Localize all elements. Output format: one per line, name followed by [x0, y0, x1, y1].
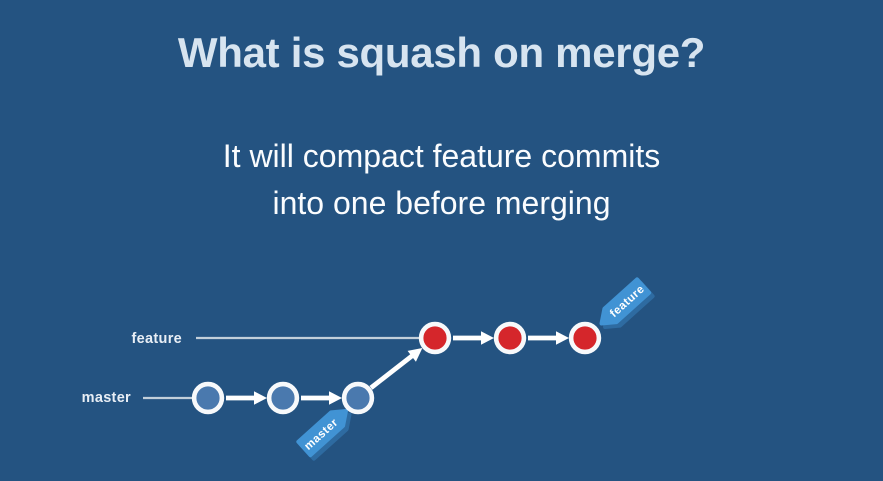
- subtitle-line-1: It will compact feature commits: [222, 138, 661, 174]
- merge-arrow: [369, 353, 414, 390]
- feature-commit-2: [493, 321, 527, 355]
- slide-subtitle: It will compact feature commits into one…: [0, 133, 883, 227]
- master-commit-3: [341, 381, 375, 415]
- subtitle-line-2: into one before merging: [272, 185, 611, 221]
- commit-arrow-head-feature-1-2: [481, 331, 494, 345]
- commit-arrow-head-master-1-2: [254, 391, 267, 405]
- master-branch-label: master: [82, 390, 131, 406]
- feature-commit-3: [568, 321, 602, 355]
- feature-branch-label: feature: [132, 331, 182, 347]
- merge-arrow-head: [407, 348, 423, 362]
- feature-commit-1: [418, 321, 452, 355]
- commit-arrow-head-master-2-3: [329, 391, 342, 405]
- master-commit-1: [191, 381, 225, 415]
- feature-tag-shape: [599, 277, 652, 326]
- commit-arrow-head-feature-2-3: [556, 331, 569, 345]
- slide-title: What is squash on merge?: [177, 29, 706, 76]
- master-commit-2: [266, 381, 300, 415]
- master-tag-shape: [296, 409, 348, 458]
